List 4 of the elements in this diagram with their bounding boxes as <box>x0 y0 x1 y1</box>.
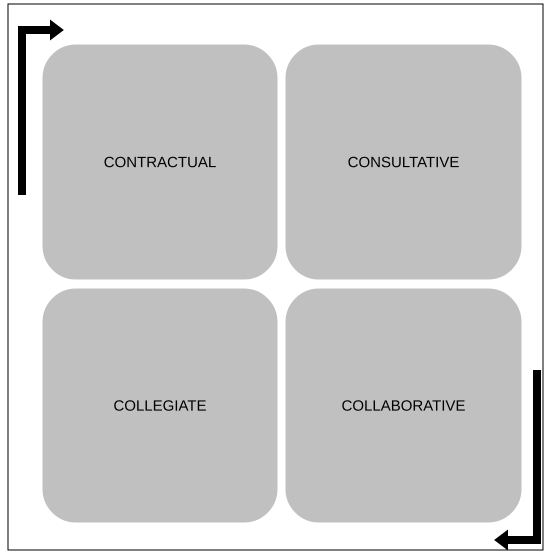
quadrant-box: CONSULTATIVE <box>284 44 522 280</box>
quadrant-box: COLLABORATIVE <box>284 288 522 524</box>
quadrant-box: CONTRACTUAL <box>42 44 278 280</box>
quadrant-box: COLLEGIATE <box>42 288 278 524</box>
